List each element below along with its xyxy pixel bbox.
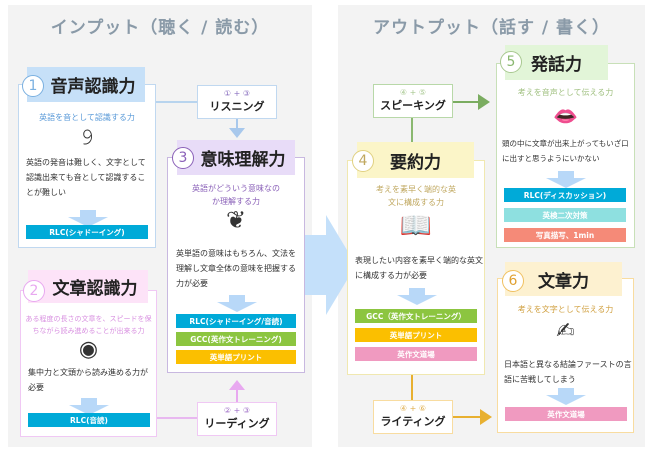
method-bar: RLC(音読) xyxy=(28,413,150,427)
input-title: インプット（聴く / 読む） xyxy=(50,18,270,38)
arrow-right-icon xyxy=(452,409,492,425)
card-subtitle: 考えを文字として伝える力 xyxy=(517,305,614,314)
number-badge: 5 xyxy=(500,51,522,73)
skill-label: リスニング xyxy=(209,100,265,113)
method-bar: 英検二次対策 xyxy=(504,208,626,222)
method-bar: RLC(シャドーイング/音読) xyxy=(176,314,296,328)
method-bar: 英作文道場 xyxy=(355,347,477,361)
card-desc: 日本語と異なる結論ファーストの言語に苦戦してしまう xyxy=(504,360,632,384)
combo-label: ④ + ⑤ xyxy=(399,88,427,97)
card-imi-rikai: 英語がどういう意味なのか理解する力 ❦ 英単語の意味はもちろん、文法を理解し文章… xyxy=(167,157,305,373)
card-header: 文章力 xyxy=(505,262,622,296)
arrow-down-icon xyxy=(397,288,437,305)
reading-node: ② + ③ リーディング xyxy=(197,402,277,436)
method-bar: RLC(ディスカッション) xyxy=(504,188,626,202)
output-title: アウトプット（話す / 書く） xyxy=(372,18,611,38)
card-desc: 英語の発音は難しく、文字として認識出来ても音として認識することが難しい xyxy=(26,158,146,197)
hand-writing-icon: ✍ xyxy=(556,319,575,344)
card-title: 発話力 xyxy=(531,55,582,75)
card-onsei-ninshiki: 英語を音として認識する力 𝟿 英語の発音は難しく、文字として認識出来ても音として… xyxy=(18,84,156,248)
method-bar: RLC(シャドーイング) xyxy=(26,225,148,239)
card-title: 意味理解力 xyxy=(200,150,286,170)
connector-line xyxy=(411,118,413,144)
card-header: 発話力 xyxy=(505,45,608,80)
card-desc: 集中力と文頭から読み進める力が必要 xyxy=(28,368,148,392)
combo-label: ④ + ⑥ xyxy=(399,404,427,413)
skill-label: リーディング xyxy=(204,417,270,430)
connector-line xyxy=(155,101,198,103)
arrow-down-icon xyxy=(546,171,586,188)
card-header: 要約力 xyxy=(357,142,474,178)
card-subtitle: 英語がどういう意味なのか理解する力 xyxy=(192,184,280,206)
arrow-down-icon xyxy=(217,295,257,312)
number-badge: 3 xyxy=(172,147,194,169)
card-header: 音声認識力 xyxy=(27,67,145,102)
number-badge: 6 xyxy=(502,270,524,292)
card-desc: 英単語の意味はもちろん、文法を理解し文章全体の意味を把握する力が必要 xyxy=(176,249,296,288)
card-desc: 表現したい内容を素早く端的な英文に構成する力が必要 xyxy=(355,256,483,280)
writing-node: ④ + ⑥ ライティング xyxy=(373,400,453,434)
connector-line xyxy=(411,375,413,401)
number-badge: 1 xyxy=(22,75,44,97)
arrow-down-icon xyxy=(69,398,109,415)
card-header: 意味理解力 xyxy=(177,140,295,175)
speaking-node: ④ + ⑤ スピーキング xyxy=(373,84,453,118)
method-bar: 写真描写、1min xyxy=(504,228,626,242)
arrow-down-icon xyxy=(546,388,586,405)
book-pen-icon: 📖 xyxy=(399,211,433,241)
card-bunsho: 考えを文字として伝える力 ✍ 日本語と異なる結論ファーストの言語に苦戦してしまう… xyxy=(497,278,634,433)
card-title: 文章認識力 xyxy=(52,279,138,299)
number-badge: 4 xyxy=(352,150,374,172)
card-title: 要約力 xyxy=(390,152,441,173)
card-subtitle: 考えを音声として伝える力 xyxy=(517,88,614,97)
listening-node: ① + ③ リスニング xyxy=(197,85,277,119)
method-bar: GCC（英作文トレーニング） xyxy=(355,309,477,323)
method-bar: 英単語プリント xyxy=(176,350,296,364)
card-hatsuwa: 考えを音声として伝える力 👄 頭の中に文章が出来上がってもいざ口に出すと思うよう… xyxy=(496,63,635,248)
big-arrow-icon xyxy=(296,215,356,315)
card-subtitle: 考えを素早く端的な英文に構成する力 xyxy=(376,185,456,207)
card-subtitle: ある程度の長さの文章を、スピードを保ちながら読み進めることが出来る力 xyxy=(25,315,152,335)
combo-label: ② + ③ xyxy=(223,406,251,415)
arrow-down-icon xyxy=(229,118,245,138)
card-yoyaku: 考えを素早く端的な英文に構成する力 📖 表現したい内容を素早く端的な英文に構成す… xyxy=(347,160,485,375)
number-badge: 2 xyxy=(23,280,45,302)
ear-icon: 𝟿 xyxy=(79,125,95,150)
skill-label: スピーキング xyxy=(380,99,446,112)
skill-label: ライティング xyxy=(380,415,446,428)
combo-label: ① + ③ xyxy=(223,89,251,98)
brain-icon: ❦ xyxy=(225,206,247,234)
arrow-right-icon xyxy=(452,94,490,110)
arrow-down-icon xyxy=(68,210,108,227)
method-bar: GCC(英作文トレーニング) xyxy=(176,332,296,346)
card-subtitle: 英語を音として認識する力 xyxy=(39,113,135,122)
method-bar: 英作文道場 xyxy=(505,407,627,421)
lips-icon: 👄 xyxy=(553,104,578,128)
eye-icon: ◉ xyxy=(78,337,99,362)
card-title: 音声認識力 xyxy=(50,77,136,97)
arrow-up-icon xyxy=(229,380,245,402)
card-title: 文章力 xyxy=(538,271,589,292)
connector-line xyxy=(157,417,198,419)
card-desc: 頭の中に文章が出来上がってもいざ口に出すと思うようにいかない xyxy=(502,139,629,163)
card-bunsho-ninshiki: ある程度の長さの文章を、スピードを保ちながら読み進めることが出来る力 ◉ 集中力… xyxy=(20,290,157,437)
card-header: 文章認識力 xyxy=(28,270,148,303)
method-bar: 英単語プリント xyxy=(355,328,477,342)
